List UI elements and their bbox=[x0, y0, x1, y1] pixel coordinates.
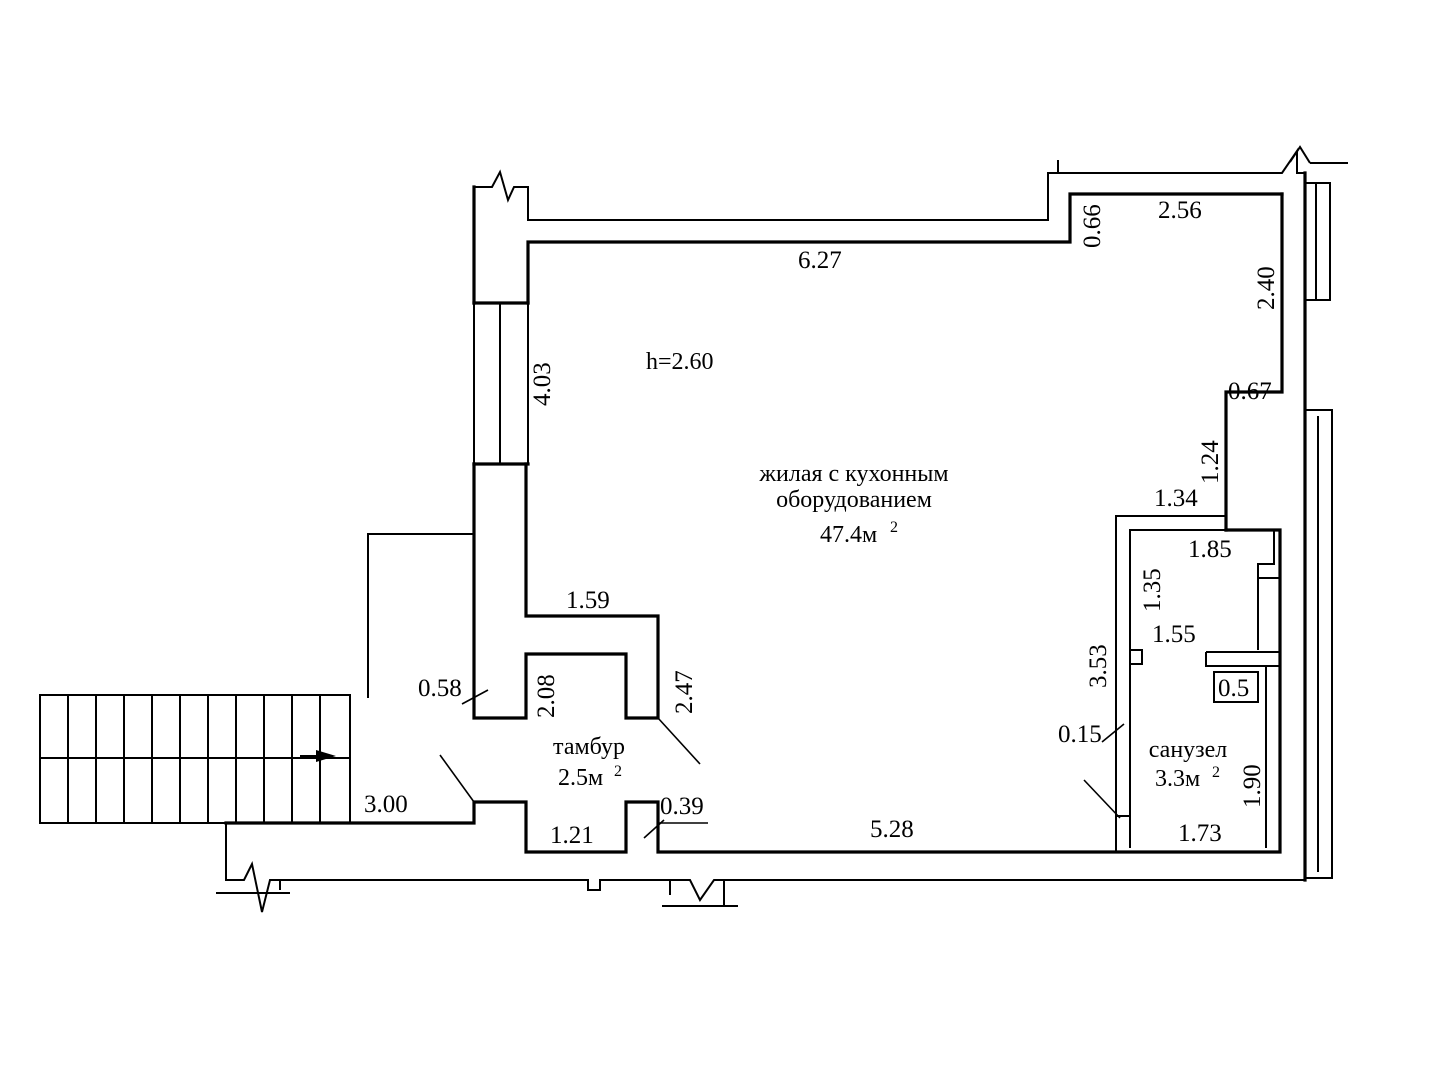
living-room-area: 47.4м bbox=[820, 522, 877, 548]
living-room-name-line2: оборудованием bbox=[776, 487, 932, 513]
living-room-name-line1: жилая с кухонным bbox=[758, 461, 948, 487]
dim-bath-top-left: 1.34 bbox=[1154, 485, 1198, 512]
vestibule-name: тамбур bbox=[553, 734, 625, 760]
staircase bbox=[39, 533, 474, 824]
bathroom-area: 3.3м bbox=[1155, 766, 1200, 792]
dim-top-wall: 6.27 bbox=[798, 247, 842, 274]
dim-right-mid: 1.24 bbox=[1197, 440, 1224, 484]
bathroom-area-sup: 2 bbox=[1212, 764, 1220, 781]
dim-right-upper: 2.40 bbox=[1253, 266, 1280, 310]
dim-bath-bottom: 1.73 bbox=[1178, 820, 1222, 847]
dim-partition-top: 1.59 bbox=[566, 587, 610, 614]
dim-window-left: 4.03 bbox=[529, 362, 556, 406]
dim-bath-top: 1.85 bbox=[1188, 536, 1232, 563]
dim-bath-inner: 1.55 bbox=[1152, 621, 1196, 648]
dim-vestibule-left: 2.08 bbox=[533, 674, 560, 718]
dim-door-right: 0.39 bbox=[660, 793, 704, 820]
dim-top-step: 0.66 bbox=[1079, 204, 1106, 248]
living-room-area-sup: 2 bbox=[890, 519, 898, 536]
dim-bath-small: 0.5 bbox=[1218, 675, 1249, 702]
dimensions: 6.27 0.66 2.56 2.40 0.67 1.24 1.34 1.85 … bbox=[364, 197, 1280, 849]
dim-right-step: 0.67 bbox=[1228, 378, 1272, 405]
stair-arrow-icon bbox=[316, 750, 336, 762]
vestibule-area: 2.5м bbox=[558, 765, 603, 791]
bathroom-name: санузел bbox=[1149, 737, 1228, 763]
ceiling-height-label: h=2.60 bbox=[646, 349, 714, 375]
dim-bath-left-upper: 1.35 bbox=[1139, 568, 1166, 612]
dim-bath-right: 1.90 bbox=[1239, 764, 1266, 808]
dim-stair-landing: 3.00 bbox=[364, 791, 408, 818]
bathroom-walls bbox=[1115, 515, 1281, 852]
vestibule-area-sup: 2 bbox=[614, 763, 622, 780]
dim-bath-door: 0.15 bbox=[1058, 721, 1102, 748]
dim-vestibule-bottom: 1.21 bbox=[550, 822, 594, 849]
dim-bottom-wall: 5.28 bbox=[870, 816, 914, 843]
dim-left-door: 0.58 bbox=[418, 675, 462, 702]
dim-top-right: 2.56 bbox=[1158, 197, 1202, 224]
dim-bath-left: 3.53 bbox=[1085, 644, 1112, 688]
dim-vestibule-right: 2.47 bbox=[671, 670, 698, 714]
walls bbox=[216, 145, 1348, 913]
